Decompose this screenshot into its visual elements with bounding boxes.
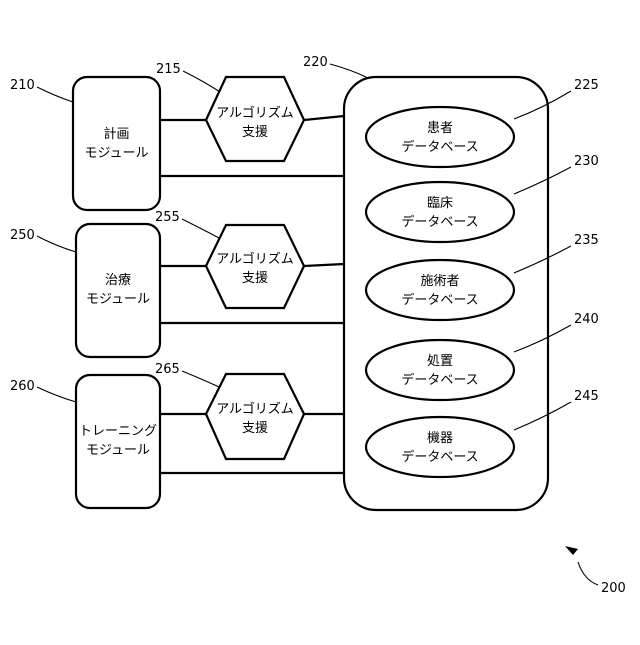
algorithm-support-2-label-1: アルゴリズム bbox=[216, 251, 294, 267]
ref-245: 245 bbox=[574, 389, 599, 404]
patient-database: 患者 データベース bbox=[366, 107, 514, 167]
algorithm-support-2-label-2: 支援 bbox=[242, 271, 268, 286]
ref-225: 225 bbox=[574, 78, 599, 93]
procedure-database: 処置 データベース bbox=[366, 340, 514, 400]
practitioner-database-label-1: 施術者 bbox=[420, 274, 459, 289]
ref-210: 210 bbox=[10, 78, 35, 93]
device-database-label-1: 機器 bbox=[427, 431, 453, 446]
patient-database-label-2: データベース bbox=[401, 139, 478, 155]
ref-230: 230 bbox=[574, 154, 599, 169]
planning-module-label-1: 計画 bbox=[103, 126, 129, 142]
ref-200: 200 bbox=[601, 581, 626, 596]
ref-255: 255 bbox=[155, 210, 180, 225]
ref-250: 250 bbox=[10, 228, 35, 243]
ref-260: 260 bbox=[10, 379, 35, 394]
procedure-database-label-1: 処置 bbox=[427, 354, 453, 369]
treatment-module-label-1: 治療 bbox=[105, 273, 131, 288]
device-database-label-2: データベース bbox=[401, 449, 478, 465]
algorithm-support-3-label-1: アルゴリズム bbox=[216, 401, 294, 417]
ref-240: 240 bbox=[574, 312, 599, 327]
treatment-module-label-2: モジュール bbox=[86, 292, 150, 307]
training-module-label-2: モジュール bbox=[86, 443, 150, 458]
ref-215: 215 bbox=[156, 62, 181, 77]
algorithm-support-2: アルゴリズム 支援 bbox=[206, 225, 304, 308]
algorithm-support-1-label-1: アルゴリズム bbox=[216, 105, 294, 121]
clinical-database-label-1: 臨床 bbox=[427, 196, 453, 211]
patient-database-label-1: 患者 bbox=[427, 121, 453, 136]
device-database: 機器 データベース bbox=[366, 417, 514, 477]
algorithm-support-1-label-2: 支援 bbox=[242, 125, 268, 140]
treatment-module: 治療 モジュール bbox=[76, 224, 160, 357]
ref-265: 265 bbox=[155, 362, 180, 377]
ref-220: 220 bbox=[303, 55, 328, 70]
training-module: トレーニング モジュール bbox=[76, 375, 160, 508]
algorithm-support-3-label-2: 支援 bbox=[242, 421, 268, 436]
procedure-database-label-2: データベース bbox=[401, 372, 478, 388]
figure-arrow-icon bbox=[565, 546, 578, 555]
clinical-database: 臨床 データベース bbox=[366, 182, 514, 242]
practitioner-database: 施術者 データベース bbox=[366, 260, 514, 320]
planning-module: 計画 モジュール bbox=[73, 77, 160, 210]
algorithm-support-3: アルゴリズム 支援 bbox=[206, 374, 304, 459]
algorithm-support-1: アルゴリズム 支援 bbox=[206, 77, 304, 161]
planning-module-label-2: モジュール bbox=[84, 146, 148, 161]
clinical-database-label-2: データベース bbox=[401, 214, 478, 230]
ref-235: 235 bbox=[574, 233, 599, 248]
training-module-label-1: トレーニング bbox=[79, 424, 157, 439]
practitioner-database-label-2: データベース bbox=[401, 292, 478, 308]
